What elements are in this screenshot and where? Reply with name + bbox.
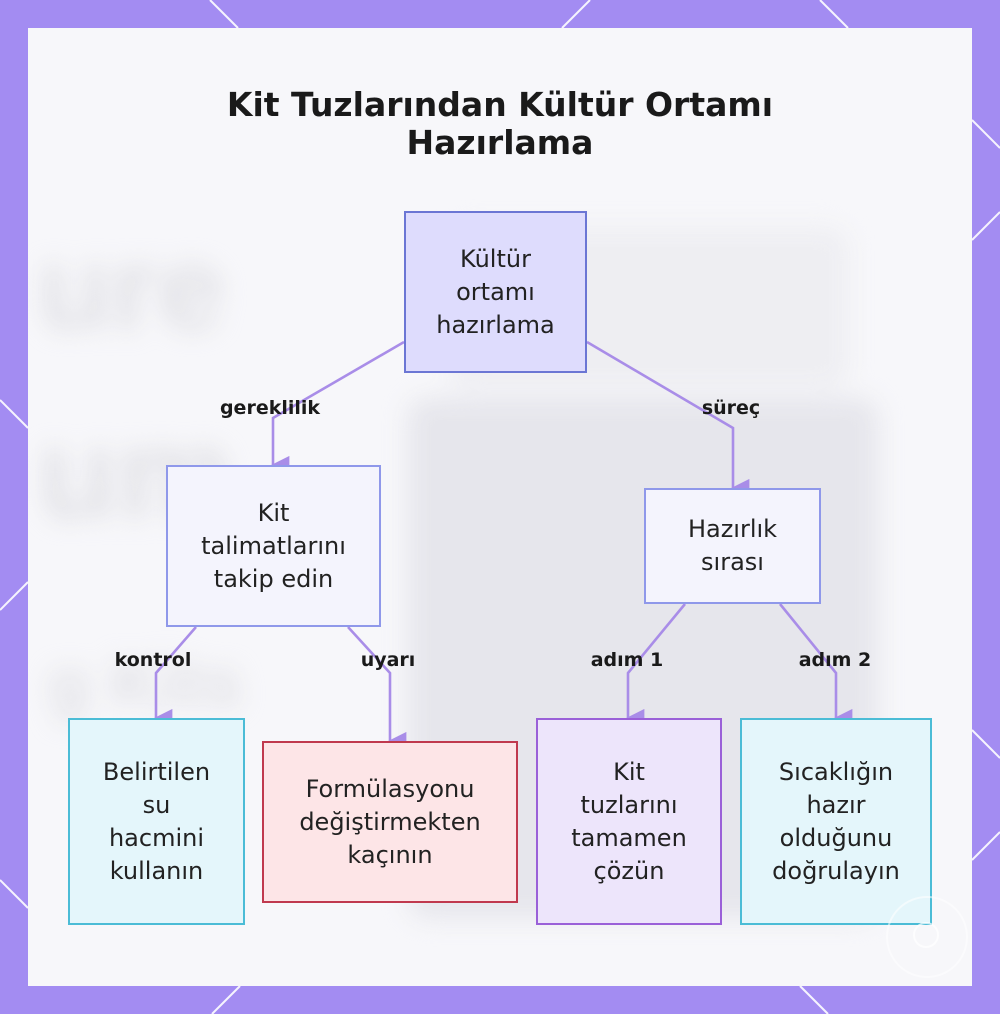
edge-label-step1: adım 1 bbox=[590, 649, 664, 671]
edge-label-warning: uyarı bbox=[360, 649, 416, 671]
edge-step1 bbox=[626, 603, 687, 728]
node-verify-temperature: Sıcaklığın hazır olduğunu doğrulayın bbox=[740, 718, 932, 925]
connector-lines bbox=[154, 340, 853, 751]
edge-step2 bbox=[778, 603, 853, 728]
edge-warning bbox=[347, 626, 407, 751]
node-dissolve-kit-salts: Kit tuzlarını tamamen çözün bbox=[536, 718, 722, 925]
edge-process bbox=[586, 340, 750, 498]
edge-label-check: kontrol bbox=[114, 649, 192, 671]
node-label: Sıcaklığın hazır olduğunu doğrulayın bbox=[772, 757, 900, 885]
node-label: Belirtilen su hacmini kullanın bbox=[102, 757, 211, 885]
edge-label-process: süreç bbox=[701, 397, 761, 419]
node-label: Kit tuzlarını tamamen çözün bbox=[571, 757, 687, 885]
node-label: Kit talimatlarını takip edin bbox=[201, 498, 346, 593]
title-line: Kit Tuzlarından Kültür Ortamı bbox=[226, 85, 774, 124]
node-label: Kültür ortamı hazırlama bbox=[436, 244, 555, 339]
edge-requirement bbox=[271, 340, 405, 475]
node-preparation-order: Hazırlık sırası bbox=[644, 488, 821, 604]
title-line: Hazırlama bbox=[406, 123, 594, 162]
background-text: ure bbox=[38, 221, 225, 355]
background-text: g Kits bbox=[48, 644, 243, 722]
edge-label-step2: adım 2 bbox=[798, 649, 872, 671]
node-avoid-changing-formulation: Formülasyonu değiştirmekten kaçının bbox=[262, 741, 518, 903]
node-use-specified-water-volume: Belirtilen su hacmini kullanın bbox=[68, 718, 245, 925]
watermark-logo-icon bbox=[886, 896, 968, 978]
page-title: Kit Tuzlarından Kültür Ortamı Hazırlama bbox=[28, 86, 972, 162]
edge-check bbox=[154, 626, 197, 728]
node-label: Hazırlık sırası bbox=[687, 515, 778, 576]
node-follow-kit-instructions: Kit talimatlarını takip edin bbox=[166, 465, 381, 627]
diagram-card: ure um g Kits Kit Tuzlarından Kültür Ort… bbox=[28, 28, 972, 986]
edge-label-requirement: gereklilik bbox=[219, 397, 321, 419]
node-label: Formülasyonu değiştirmekten kaçının bbox=[299, 774, 481, 869]
node-culture-medium-preparation: Kültür ortamı hazırlama bbox=[404, 211, 587, 373]
